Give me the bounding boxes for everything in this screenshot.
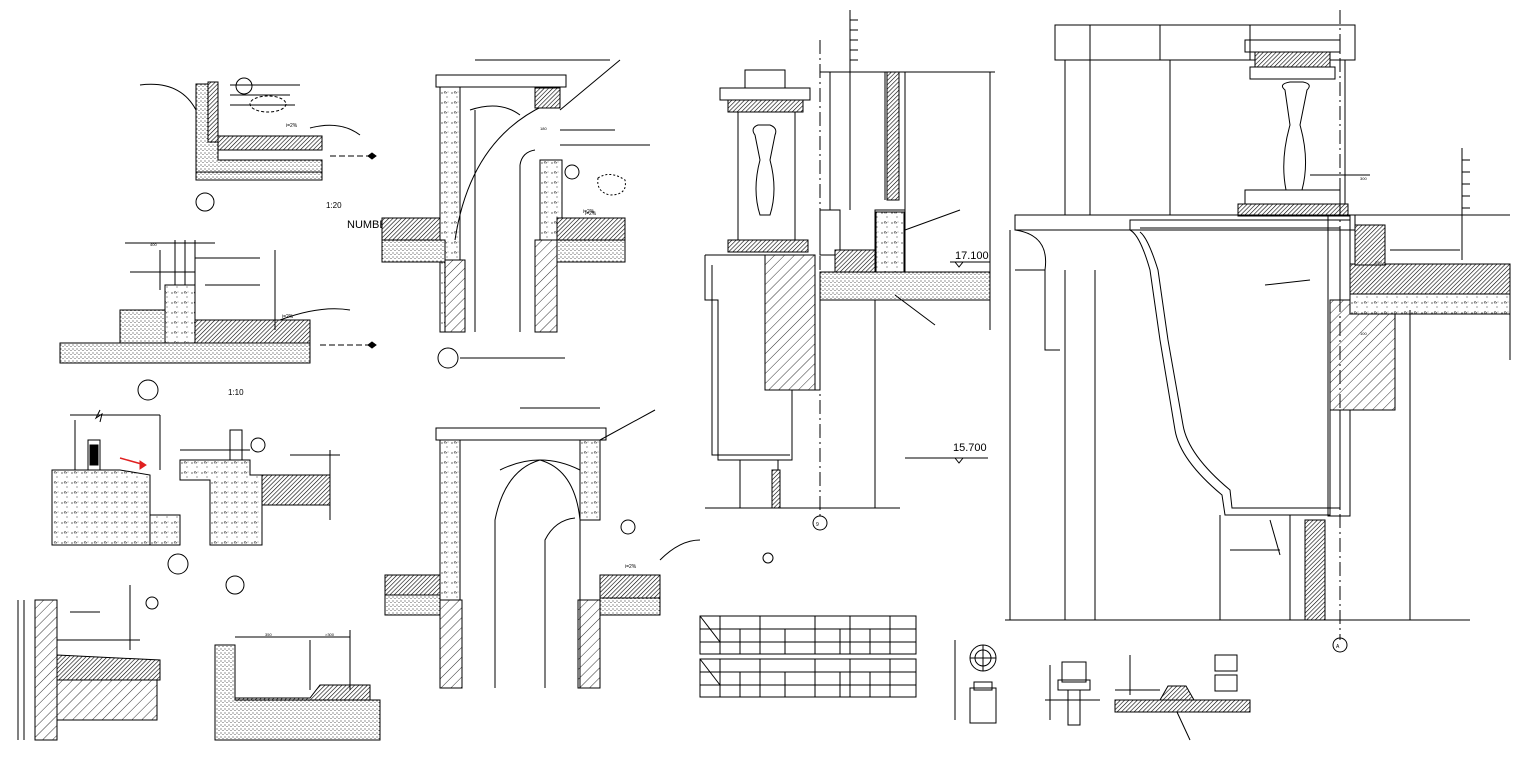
detail-parapet-bottom xyxy=(214,630,381,741)
balustrade-section xyxy=(704,10,995,564)
detail-wall-bottom-left xyxy=(17,585,161,741)
slope-label-2: i=2% xyxy=(282,314,294,320)
slope-label-1: i=2% xyxy=(286,123,298,129)
drain-detail-1 xyxy=(954,640,997,724)
detail-stepped-curb xyxy=(179,429,340,595)
tile-grid-bottom xyxy=(699,658,917,698)
dim-350: 350 xyxy=(265,632,272,637)
axis-tag-9: 9 xyxy=(816,522,819,528)
dim-400: 400 xyxy=(150,242,157,247)
drain-detail-3 xyxy=(1114,654,1251,741)
slope-label-4: i=2% xyxy=(625,564,637,570)
detail-arch-bottom xyxy=(384,407,701,689)
scale-label-1-20: 1:20 xyxy=(326,201,342,210)
scale-label-1-10: 1:10 xyxy=(228,388,244,397)
dim-250: 250 xyxy=(1375,260,1382,265)
dim-180: 180 xyxy=(540,126,547,131)
detail-parapet-2 xyxy=(59,240,377,401)
dim-300: 300 xyxy=(1360,176,1367,181)
elevation-15-700: 15.700 xyxy=(953,442,987,454)
facade-section xyxy=(1005,10,1511,653)
tile-grid-top xyxy=(699,615,917,655)
slope-label-3: i=2% xyxy=(585,211,597,217)
detail-parapet-1 xyxy=(139,77,377,212)
dim-300b: >300 xyxy=(325,632,335,637)
axis-tag-A: A xyxy=(1336,644,1340,650)
slope-label-5: i=2% xyxy=(583,209,595,215)
drain-detail-2 xyxy=(1045,661,1100,726)
elevation-17-100: 17.100 xyxy=(955,250,989,262)
detail-curb-drain xyxy=(51,409,189,575)
dim-100: 100 xyxy=(1360,331,1367,336)
detail-arch-top xyxy=(381,59,650,369)
